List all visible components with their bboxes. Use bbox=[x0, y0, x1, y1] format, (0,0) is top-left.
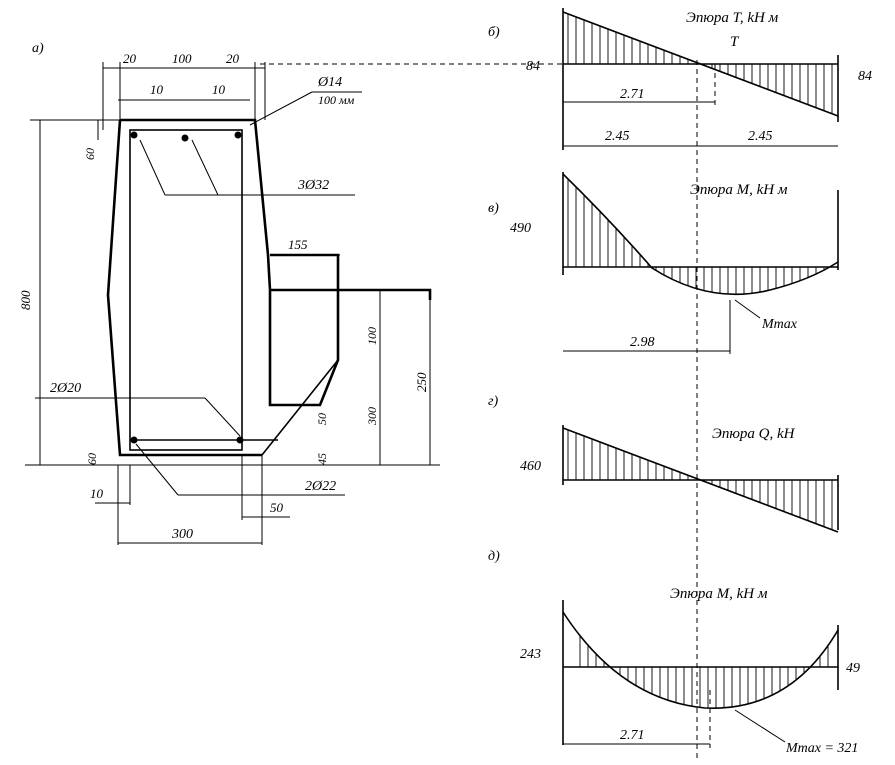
bottom-bars-left: 2Ø20 bbox=[50, 381, 81, 396]
section-chamfer bbox=[261, 359, 339, 456]
dim-top-1: 20 bbox=[123, 51, 137, 66]
dim-top-2: 100 bbox=[172, 51, 192, 66]
diagram-b-left-value: 84 bbox=[526, 59, 540, 74]
dim-shelf-width-label: 155 bbox=[288, 237, 308, 252]
leader-mmax-v bbox=[734, 299, 761, 319]
diagram-b-title: Эпюра T, kH м bbox=[686, 10, 779, 26]
dim-top-cover: 60 bbox=[83, 148, 97, 160]
dim-height: 800 bbox=[18, 290, 33, 310]
diagram-d-title: Эпюра M, kH м bbox=[670, 586, 768, 602]
diagram-d-label: д) bbox=[488, 549, 500, 564]
diagram-b: б) Эпюра T, kH м T 84 84 2.71 2.45 2.45 bbox=[488, 8, 872, 150]
diagram-g-left-value: 460 bbox=[520, 459, 541, 474]
diagram-b-half-left: 2.45 bbox=[605, 129, 630, 144]
diagram-d-max-label: Mmax = 321 bbox=[785, 741, 858, 756]
diagram-d-hatching bbox=[579, 635, 829, 709]
dim-bottom-width: 300 bbox=[171, 527, 193, 542]
leader-stirrup bbox=[249, 91, 313, 126]
dim-top-3: 20 bbox=[226, 51, 240, 66]
stirrup-step: 100 мм bbox=[318, 93, 355, 107]
dim-bottom-right: 50 bbox=[270, 500, 284, 515]
leader-top-bars bbox=[191, 139, 219, 196]
top-bar-1 bbox=[130, 131, 138, 139]
stirrup bbox=[129, 129, 243, 451]
leader-top-bars bbox=[139, 139, 166, 196]
dim-shelf-lower: 300 bbox=[365, 407, 379, 426]
dim-bottom-cover: 60 bbox=[85, 453, 99, 465]
diagram-b-point: T bbox=[730, 34, 740, 50]
dim-chamfer: 50 bbox=[315, 413, 329, 425]
diagram-v-max-label: Mmax bbox=[761, 317, 798, 332]
dim-small-45: 45 bbox=[315, 453, 329, 465]
diagram-g-label: г) bbox=[488, 394, 498, 409]
diagram-d-right-value: 49 bbox=[846, 661, 860, 676]
stirrup-note: Ø14 bbox=[317, 75, 342, 90]
leader-bottom-right bbox=[135, 443, 179, 496]
diagram-v-label: в) bbox=[488, 201, 499, 216]
bottom-bar-1 bbox=[130, 436, 138, 444]
leader-bottom-left bbox=[204, 397, 241, 437]
diagram-g-curve bbox=[562, 427, 839, 533]
section-outline-left bbox=[106, 119, 262, 457]
diagram-b-zero-dist: 2.71 bbox=[620, 87, 645, 102]
section-label: а) bbox=[32, 41, 44, 56]
diagram-g-title: Эпюра Q, kH bbox=[712, 426, 796, 442]
diagram-g-hatching bbox=[567, 429, 833, 530]
diagram-b-right-value: 84 bbox=[858, 69, 872, 84]
diagram-v-left-value: 490 bbox=[510, 221, 531, 236]
bottom-bars-right: 2Ø22 bbox=[305, 479, 336, 494]
bottom-bar-2 bbox=[236, 436, 244, 444]
diagram-d: д) Эпюра M, kH м 243 49 2.71 Mmax = 321 bbox=[488, 549, 860, 756]
diagram-d-max-dist: 2.71 bbox=[620, 728, 645, 743]
top-bars-label: 3Ø32 bbox=[297, 178, 329, 193]
dim-inner-1: 10 bbox=[150, 82, 164, 97]
leader-mmax-d bbox=[734, 709, 786, 743]
top-bar-3 bbox=[234, 131, 242, 139]
diagram-d-curve bbox=[562, 611, 839, 709]
diagram-v-max-dist: 2.98 bbox=[630, 335, 655, 350]
diagram-v-hatching bbox=[567, 178, 825, 295]
diagram-v: в) Эпюра M, kH м 490 Mmax 2.98 bbox=[488, 172, 839, 354]
diagram-d-left-value: 243 bbox=[520, 647, 541, 662]
dim-shelf-upper: 100 bbox=[365, 327, 379, 345]
dim-bottom-left: 10 bbox=[90, 486, 104, 501]
diagram-g: г) Эпюра Q, kH 460 bbox=[488, 394, 839, 533]
diagram-v-title: Эпюра M, kH м bbox=[690, 182, 788, 198]
dim-inner-2: 10 bbox=[212, 82, 226, 97]
cross-section: а) 20 100 20 10 10 Ø14 100 мм bbox=[18, 41, 440, 545]
section-outline-right bbox=[120, 118, 432, 407]
top-bar-2 bbox=[181, 134, 189, 142]
diagram-b-label: б) bbox=[488, 25, 500, 40]
diagram-b-half-right: 2.45 bbox=[748, 129, 773, 144]
diagram-b-curve bbox=[562, 11, 839, 117]
diagram-b-hatching bbox=[567, 13, 833, 114]
dim-shelf-total: 250 bbox=[414, 372, 429, 392]
